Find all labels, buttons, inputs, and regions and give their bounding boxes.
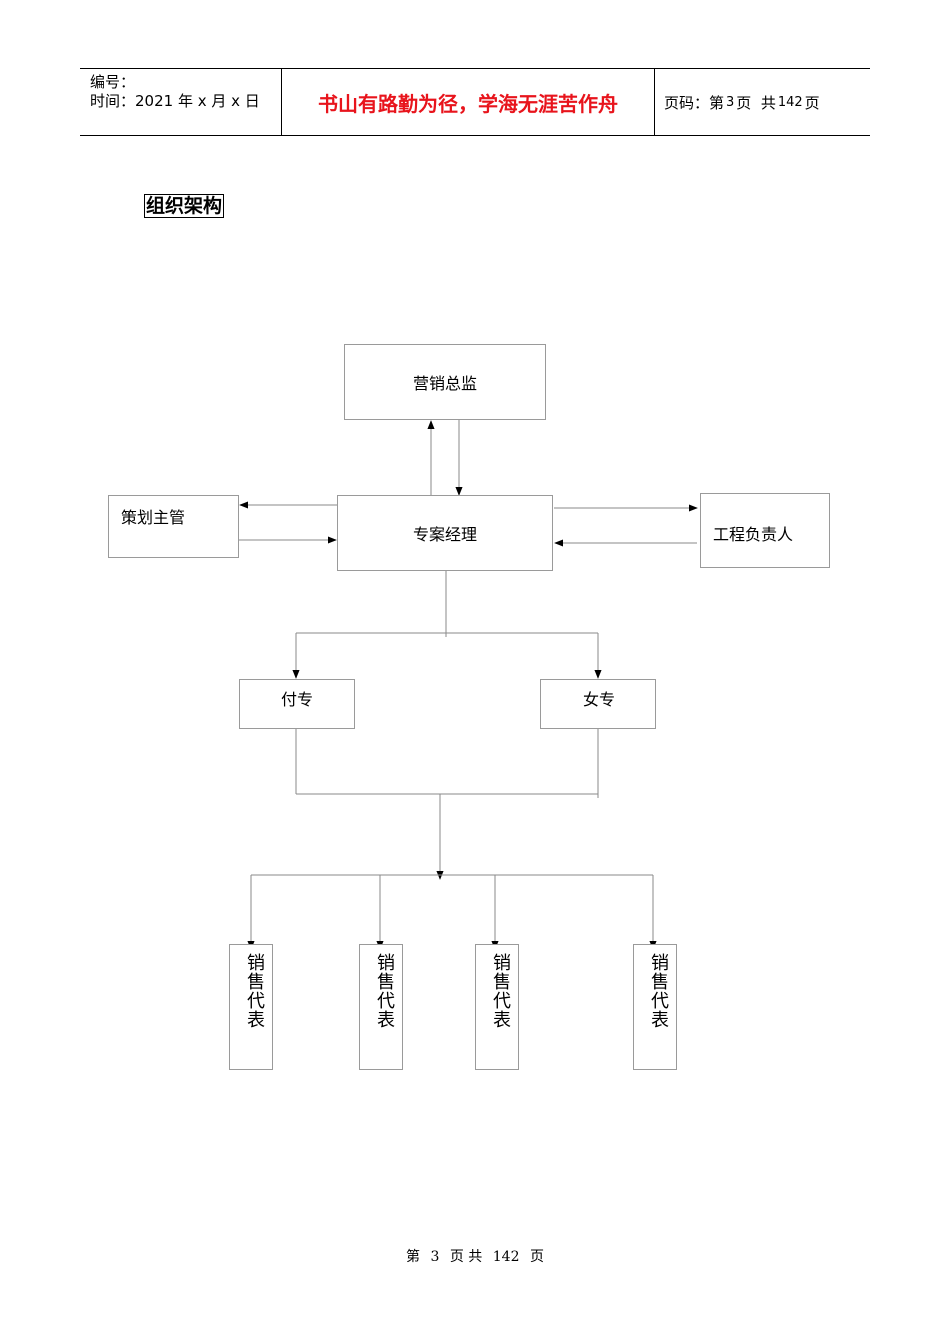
node-sales-3: 销售代表	[475, 944, 519, 1070]
node-sales-4: 销售代表	[633, 944, 677, 1070]
node-director: 营销总监	[344, 344, 546, 420]
footer-current: 3	[430, 1249, 440, 1265]
node-assistant-right: 女专	[540, 679, 656, 729]
header-divider-right	[654, 69, 655, 135]
node-sales-1: 销售代表	[229, 944, 273, 1070]
node-director-label: 营销总监	[412, 374, 477, 393]
node-assistant-right-label: 女专	[583, 690, 616, 709]
page-footer: 第 3 页 共 142 页	[0, 1246, 950, 1266]
header-motto: 书山有路勤为径，学海无涯苦作舟	[318, 91, 618, 116]
node-engineering-label: 工程负责人	[713, 525, 794, 544]
page-label-mid: 页 共	[736, 93, 776, 112]
node-planning-label: 策划主管	[121, 508, 186, 527]
page-total: 142	[777, 94, 803, 110]
header-meta: 编号： 时间：2021 年 x 月 x 日	[90, 73, 260, 111]
header-page-info: 页码：第 3 页 共 142 页	[664, 69, 820, 135]
section-title: 组织架构	[144, 194, 225, 218]
node-assistant-left: 付专	[239, 679, 355, 729]
node-sales-2: 销售代表	[359, 944, 403, 1070]
page-header: 编号： 时间：2021 年 x 月 x 日 书山有路勤为径，学海无涯苦作舟 页码…	[80, 68, 870, 136]
node-sales-3-label: 销售代表	[490, 953, 511, 1029]
node-manager: 专案经理	[337, 495, 553, 571]
page-label-suffix: 页	[804, 93, 820, 112]
node-sales-1-label: 销售代表	[244, 953, 265, 1029]
document-time-label: 时间：2021 年 x 月 x 日	[90, 92, 260, 110]
node-assistant-left-label: 付专	[281, 690, 314, 709]
footer-mid: 页 共	[449, 1249, 483, 1265]
node-sales-4-label: 销售代表	[648, 953, 669, 1029]
footer-total: 142	[492, 1249, 520, 1265]
header-divider-left	[281, 69, 282, 135]
node-manager-label: 专案经理	[412, 525, 477, 544]
footer-prefix: 第	[406, 1249, 421, 1265]
node-planning: 策划主管	[108, 495, 239, 558]
node-sales-2-label: 销售代表	[374, 953, 395, 1029]
node-engineering: 工程负责人	[700, 493, 830, 568]
document-number-label: 编号：	[90, 73, 136, 91]
page-current: 3	[726, 94, 735, 110]
footer-suffix: 页	[529, 1249, 544, 1265]
page-label-prefix: 页码：第	[664, 93, 725, 112]
